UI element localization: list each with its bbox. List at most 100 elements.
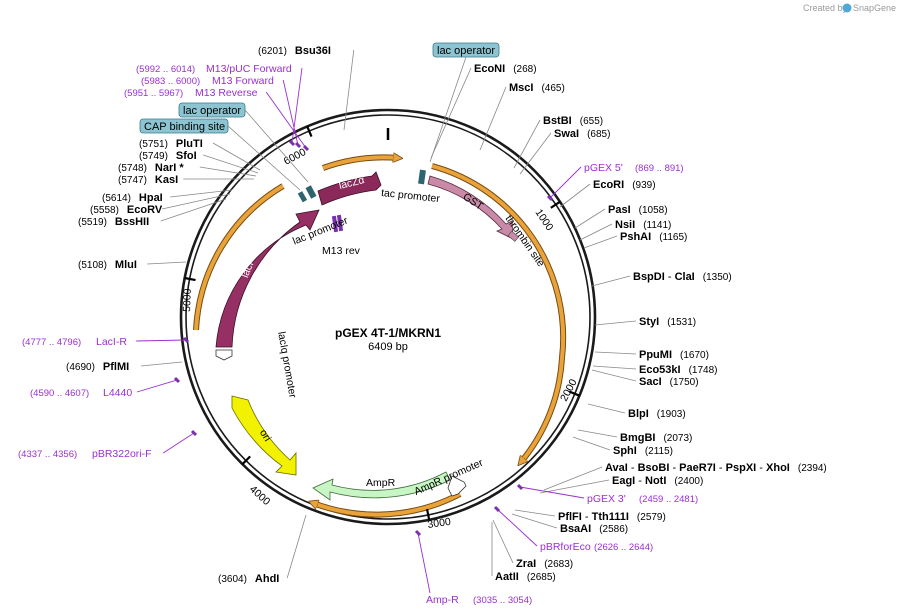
enzyme-ahdi[interactable]: (3604)AhdI: [218, 514, 307, 585]
box-lac-operator-left-label: lac operator: [183, 105, 241, 117]
enzyme-aatii[interactable]: AatII(2685): [491, 522, 556, 583]
enzyme-leader: [203, 154, 259, 174]
enzyme-position: (2683): [544, 559, 573, 570]
enzyme-name: NsiI: [615, 219, 635, 231]
enzyme-name: AatII: [495, 571, 519, 583]
enzyme-pflfi[interactable]: PflFI - Tth111I(2579): [514, 509, 666, 523]
primer-m13-puc-forward[interactable]: (5992 .. 6014)M13/pUC Forward: [136, 63, 303, 147]
enzyme-hpai[interactable]: (5614)HpaI: [102, 189, 233, 204]
enzyme-bsu36i[interactable]: (6201)Bsu36I: [258, 45, 355, 131]
thrombin-site-block[interactable]: [507, 230, 520, 242]
enzyme-eagi[interactable]: EagI - NotI(2400): [539, 475, 703, 494]
backbone: [179, 108, 597, 526]
enzyme-pshai[interactable]: PshAI(1165): [583, 231, 687, 249]
enzyme-bstbi[interactable]: BstBI(655): [513, 115, 603, 169]
m13-rev-mark-2[interactable]: [336, 214, 344, 232]
tac-lac-operator-block[interactable]: [418, 169, 426, 185]
enzyme-label: (5749)SfoI: [139, 150, 197, 162]
primer-label: pGEX 5'(869 .. 891): [584, 162, 684, 174]
enzyme-ppumi[interactable]: PpuMI(1670): [594, 349, 709, 361]
primer-range: (4777 .. 4796): [22, 337, 81, 348]
enzyme-bspdi[interactable]: BspDI - ClaI(1350): [591, 271, 732, 287]
enzyme-saci[interactable]: SacI(1750): [591, 369, 699, 388]
feature-ori[interactable]: [231, 395, 297, 476]
enzyme-label: EcoRI(939): [593, 179, 656, 191]
primer-pbrforeco[interactable]: pBRforEco(2626 .. 2644): [493, 505, 653, 553]
enzyme-pluti[interactable]: (5751)PluTI: [139, 138, 261, 171]
enzyme-bmgbi[interactable]: BmgBI(2073): [577, 429, 692, 444]
enzyme-leader: [343, 49, 355, 131]
m13-rev-mark-1[interactable]: [331, 215, 339, 233]
feature-lacIq-promoter[interactable]: [215, 349, 233, 361]
primer-amp-r[interactable]: Amp-R(3035 .. 3054): [414, 529, 532, 606]
feature-lacZa[interactable]: [317, 171, 382, 206]
orf-AmpR[interactable]: [313, 492, 461, 517]
enzyme-name: SphI: [613, 445, 637, 457]
enzyme-leader: [583, 235, 618, 249]
enzyme-label: (6201)Bsu36I: [258, 45, 331, 57]
feature-GST[interactable]: [427, 175, 514, 240]
enzyme-nsii[interactable]: NsiI(1141): [579, 219, 671, 241]
primer-pgex-5-[interactable]: pGEX 5'(869 .. 891): [546, 162, 684, 202]
enzyme-avai[interactable]: AvaI - BsoBI - PaeR7I - PspXI - XhoI(239…: [543, 462, 827, 491]
enzyme-nari-[interactable]: (5748)NarI *: [118, 162, 257, 177]
feature-lacI[interactable]: [215, 209, 320, 348]
enzyme-sphi[interactable]: SphI (2115): [572, 436, 673, 457]
enzyme-position: (2115): [645, 446, 673, 457]
primer-pgex-3-[interactable]: pGEX 3'(2459 .. 2481): [516, 483, 698, 505]
enzyme-ecorv[interactable]: (5558)EcoRV: [90, 193, 231, 216]
enzyme-kasi[interactable]: (5747)KasI: [118, 174, 254, 186]
enzyme-blpi[interactable]: BlpI(1903): [587, 403, 686, 420]
enzyme-alias: PaeR7I: [679, 462, 716, 474]
feature-AmpR[interactable]: [312, 471, 451, 501]
center-title: pGEX 4T-1/MKRN1 6409 bp: [335, 326, 441, 353]
enzyme-label: (5751)PluTI: [139, 138, 203, 150]
enzyme-bsaai[interactable]: BsaAI(2586): [511, 513, 628, 535]
enzyme-swai[interactable]: SwaI(685): [519, 128, 610, 175]
enzyme-label: PflFI - Tth111I(2579): [558, 511, 666, 523]
cap-binding-block[interactable]: [297, 191, 308, 203]
primer-laci-r[interactable]: (4777 .. 4796)LacI-R: [22, 336, 190, 348]
orf-GST[interactable]: [431, 164, 566, 462]
enzyme-alias: NotI: [645, 475, 666, 487]
primer-pbr322ori-f[interactable]: (4337 .. 4356)pBR322ori-F: [18, 429, 198, 460]
enzyme-position: (5749): [139, 151, 168, 162]
enzyme-position: (1670): [680, 350, 709, 361]
enzyme-name: BssHII: [115, 216, 149, 228]
enzyme-econi[interactable]: EcoNI(268): [430, 63, 537, 159]
enzyme-sep: -: [582, 511, 592, 523]
enzyme-leader: [559, 183, 591, 208]
primer-m13-forward[interactable]: (5983 .. 6000)M13 Forward: [141, 75, 302, 149]
enzyme-eco53ki[interactable]: Eco53kI(1748): [592, 364, 718, 376]
enzyme-mlui[interactable]: (5108)MluI: [78, 259, 187, 271]
enzyme-position: (465): [541, 83, 564, 94]
enzyme-zrai[interactable]: ZraI(2683): [492, 519, 573, 570]
feature-AmpR-promoter[interactable]: [447, 475, 467, 497]
tac-promoter-label: tac promoter: [381, 187, 441, 205]
enzyme-ecori[interactable]: EcoRI(939): [559, 179, 656, 208]
enzyme-msci[interactable]: MscI(465): [479, 82, 565, 151]
enzyme-bsshii[interactable]: (5519)BssHII: [78, 198, 227, 228]
enzyme-label: ZraI(2683): [516, 558, 573, 570]
orf-lacZ[interactable]: [322, 157, 398, 170]
primer-site-mark: [516, 483, 524, 491]
plasmid-length: 6409 bp: [368, 341, 408, 353]
primer-l4440[interactable]: (4590 .. 4607)L4440: [30, 376, 181, 399]
enzyme-sfoi[interactable]: (5749)SfoI: [139, 150, 259, 174]
enzyme-leader: [591, 369, 637, 382]
enzyme-leader: [160, 198, 227, 222]
enzyme-styi[interactable]: StyI(1531): [594, 316, 696, 328]
enzyme-pflmi[interactable]: (4690)PflMI: [66, 361, 183, 373]
enzyme-leader: [286, 514, 307, 579]
enzyme-name: BspDI: [633, 271, 665, 283]
primer-range: (4590 .. 4607): [30, 388, 89, 399]
orf-lacI[interactable]: [194, 184, 285, 331]
enzyme-pasi[interactable]: PasI(1058): [574, 204, 668, 229]
enzyme-label: PshAI(1165): [620, 231, 687, 243]
primer-m13-reverse[interactable]: (5951 .. 5967)M13 Reverse: [124, 87, 310, 152]
enzyme-label: (5614)HpaI: [102, 192, 163, 204]
lac-operator-block[interactable]: [305, 185, 317, 199]
primer-range: (2626 .. 2644): [594, 542, 653, 553]
primer-name: M13 Forward: [212, 75, 274, 87]
enzyme-sep: -: [628, 462, 638, 474]
